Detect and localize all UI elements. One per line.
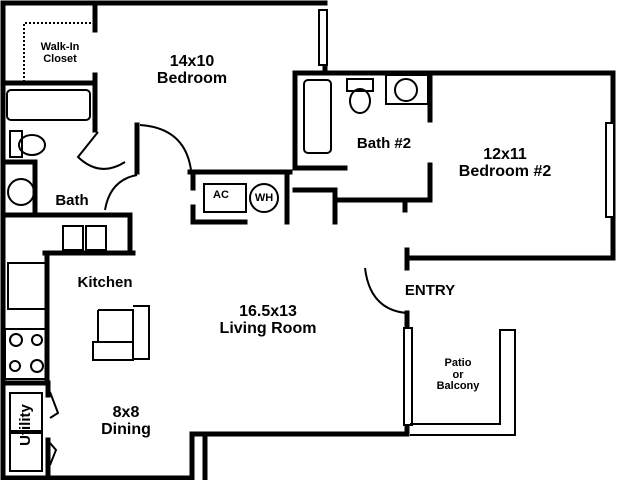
dining-size: 8x8 [112, 404, 140, 421]
patio-railing [410, 329, 516, 436]
bath-label: Bath [55, 192, 89, 209]
window [318, 9, 328, 66]
ac-label: AC [213, 189, 229, 201]
thin-lines [4, 9, 615, 472]
bathtub-icon [6, 89, 91, 121]
ac-unit-icon [203, 183, 247, 213]
refrigerator-icon [7, 262, 49, 310]
kitchen-label: Kitchen [77, 274, 133, 291]
bedroom-size: 14x10 [169, 53, 215, 70]
dining-name: Dining [101, 420, 151, 438]
sink-icon-2 [394, 78, 418, 102]
closet-label-line2: Closet [43, 52, 77, 65]
bath2-label: Bath #2 [356, 135, 412, 152]
patio-line1: Patio [444, 357, 472, 369]
window [605, 122, 615, 218]
toilet-icon [9, 130, 23, 158]
bedroom-name: Bedroom [156, 69, 228, 87]
sliding-door [403, 327, 413, 426]
sink-icon [7, 178, 35, 206]
living-name: Living Room [219, 319, 317, 337]
bedroom2-name: Bedroom #2 [458, 162, 552, 180]
toilet-icon-2 [349, 88, 371, 114]
patio-line3: Balcony [436, 380, 480, 393]
stove-icon [4, 328, 49, 380]
closet-label-line1: Walk-In [40, 41, 80, 53]
patio-line2: or [452, 368, 464, 381]
kitchen-sink-icon [85, 225, 107, 251]
living-size: 16.5x13 [239, 303, 297, 320]
kitchen-island [92, 305, 150, 361]
utility-label: Utility [17, 404, 35, 446]
bedroom2-size: 12x11 [483, 146, 527, 163]
water-heater-icon [249, 183, 279, 213]
bathtub-icon-2 [303, 79, 332, 154]
entry-label: ENTRY [404, 282, 456, 299]
wh-label: WH [254, 192, 274, 204]
